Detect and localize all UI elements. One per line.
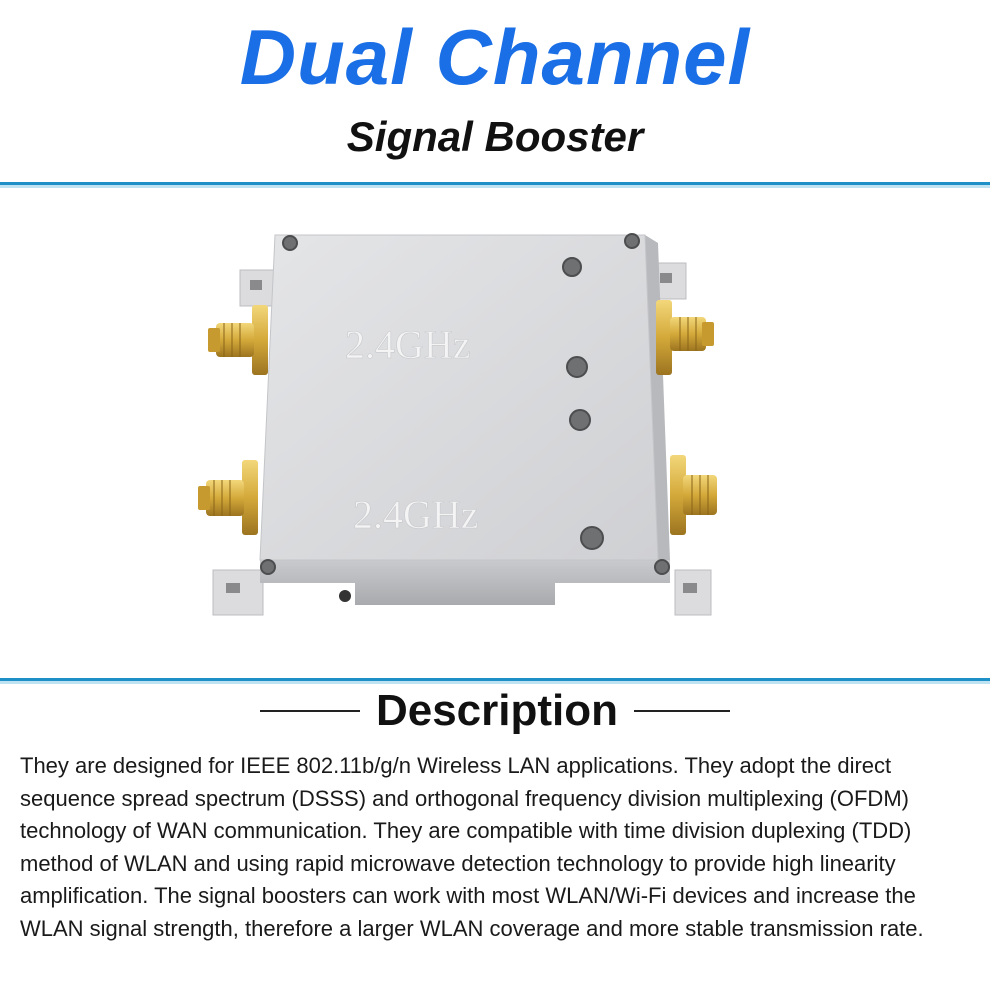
page-subtitle: Signal Booster (346, 113, 644, 160)
heading-line-right (634, 710, 731, 712)
sma-connector-right-bottom (670, 455, 717, 535)
housing-side (260, 560, 670, 605)
top-divider (0, 182, 990, 188)
sma-connector-left-top (208, 305, 268, 375)
description-header: Description (0, 683, 990, 739)
signal-booster-image: 2.4GHz 2.4GHz (198, 233, 717, 616)
heading-line-left (259, 710, 360, 712)
bottom-divider (0, 678, 990, 684)
frequency-label-top: 2.4GHz (345, 322, 471, 367)
housing-top (259, 234, 659, 561)
frequency-label-bottom: 2.4GHz (353, 492, 479, 537)
power-port (339, 590, 351, 602)
screws (260, 233, 670, 575)
description-text: They are designed for IEEE 802.11b/g/n W… (20, 753, 924, 941)
page-title: Dual Channel (239, 13, 751, 101)
sma-connector-right-top (656, 300, 714, 375)
description-heading: Description (375, 686, 619, 735)
sma-connector-left-bottom (198, 460, 258, 535)
